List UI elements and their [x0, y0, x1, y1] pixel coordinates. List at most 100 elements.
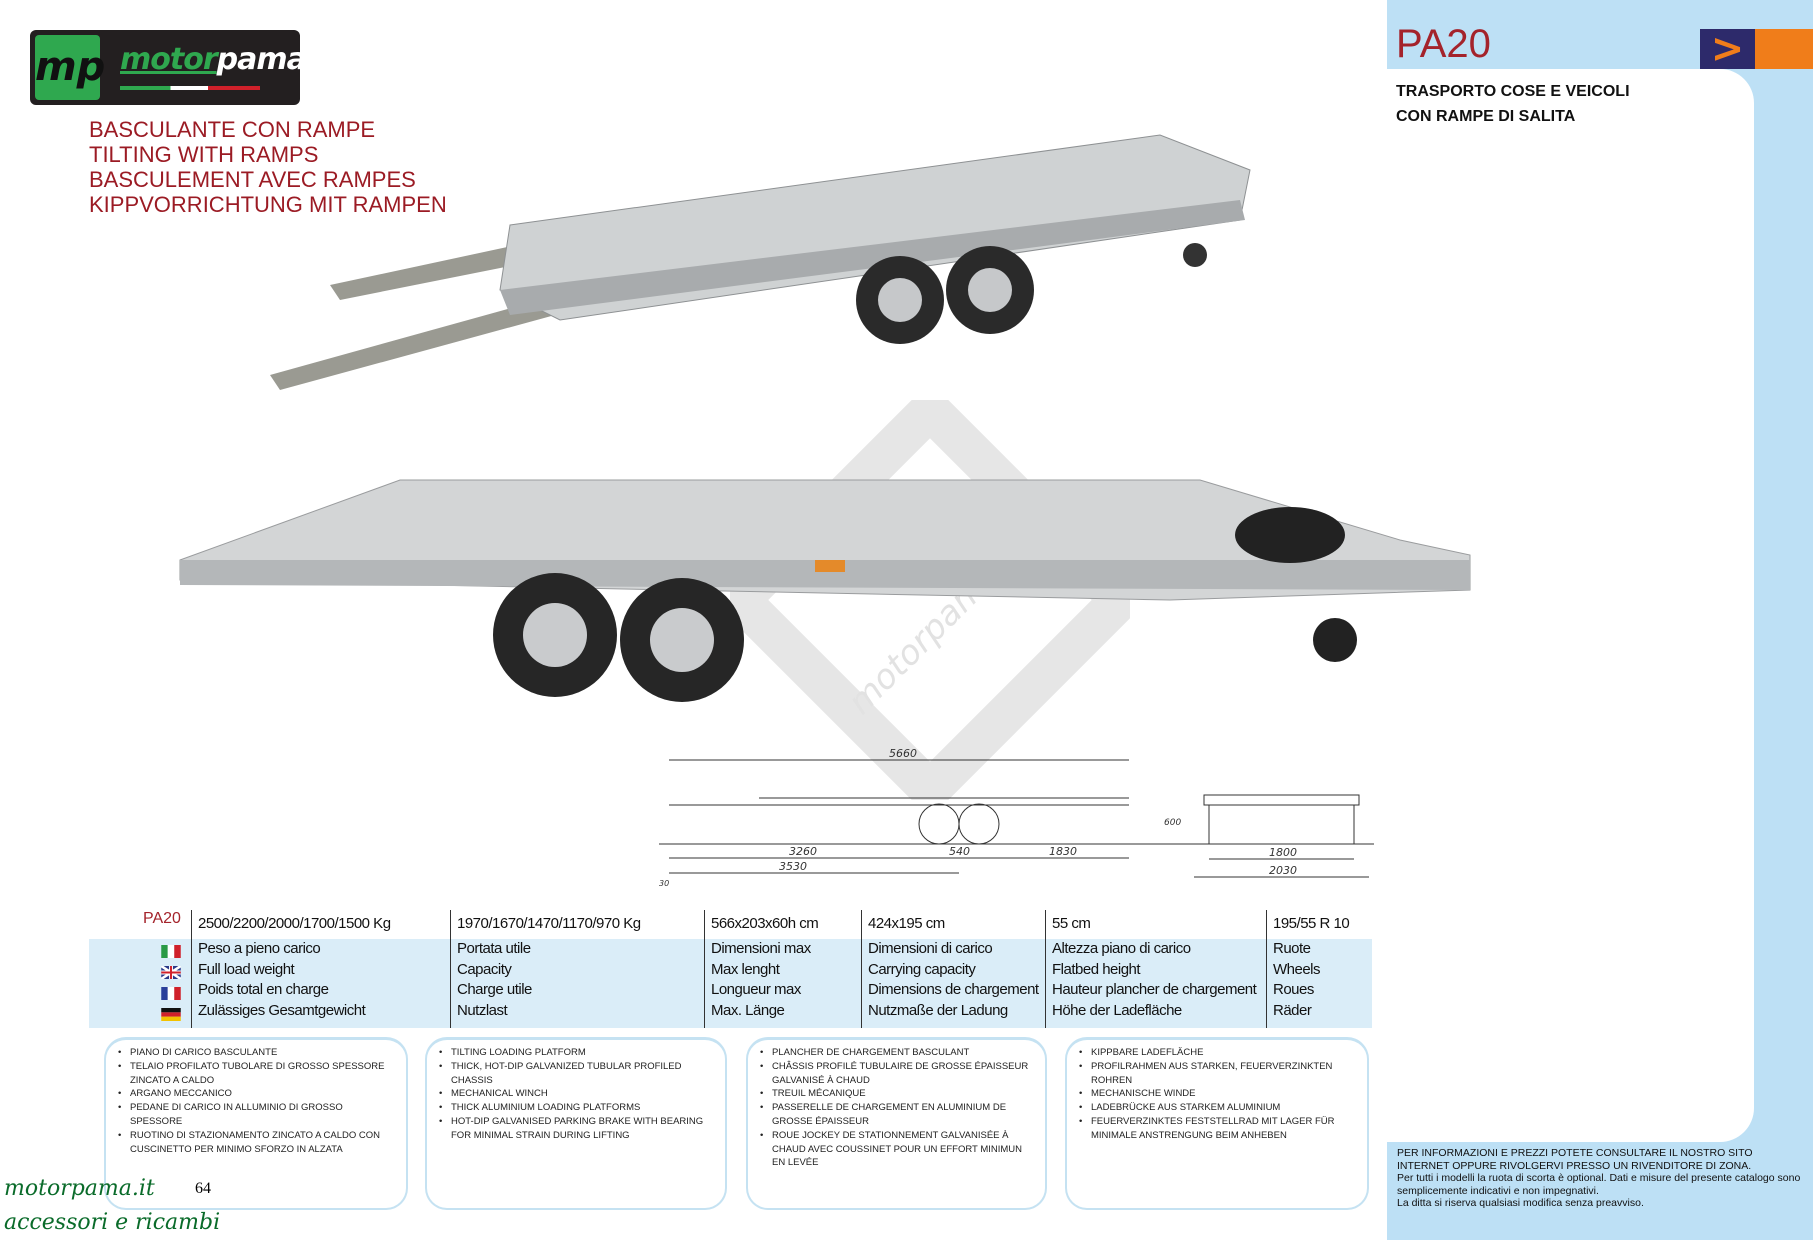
trailer-photo-side — [179, 479, 1471, 702]
heading-fr: BASCULEMENT AVEC RAMPES — [89, 167, 416, 192]
spec-label: Portata utile — [457, 940, 531, 957]
feature-item: MECHANICAL WINCH — [439, 1087, 715, 1101]
dim-label: 5660 — [889, 747, 917, 760]
motorpama-logo: mp motorpama — [30, 30, 307, 105]
spec-label: Carrying capacity — [868, 960, 976, 978]
de-flag-icon — [161, 1008, 181, 1021]
spec-label: Höhe der Ladefläche — [1052, 1001, 1182, 1019]
uk-flag-icon — [161, 966, 181, 979]
info-upper: PER INFORMAZIONI E PREZZI POTETE CONSULT… — [1397, 1147, 1753, 1172]
spec-label: Peso a pieno carico — [198, 940, 321, 957]
spec-label: Dimensioni di carico — [868, 940, 993, 957]
dim-label: 600 — [1164, 818, 1181, 828]
spec-table: PA20 2500/2200/2000/1700/1500 Kg Peso a … — [89, 910, 1372, 1028]
feature-item: ARGANO MECCANICO — [118, 1087, 396, 1101]
jockey-wheel — [1313, 618, 1357, 662]
ramp — [330, 240, 540, 300]
spec-label: Zulässiges Gesamtgewicht — [198, 1001, 366, 1019]
next-page-badge[interactable]: > — [1700, 29, 1813, 69]
features-en: TILTING LOADING PLATFORMTHICK, HOT-DIP G… — [425, 1037, 727, 1210]
trailer-frame — [500, 200, 1245, 315]
feature-item: PASSERELLE DE CHARGEMENT EN ALUMINIUM DE… — [760, 1101, 1035, 1129]
logo-word: motorpama — [120, 42, 307, 77]
it-flag-icon — [161, 945, 181, 958]
logo-mark: mp — [35, 35, 105, 100]
feature-item: PIANO DI CARICO BASCULANTE — [118, 1046, 396, 1060]
spec-label: Dimensions de chargement — [868, 981, 1039, 998]
spec-code: PA20 — [143, 910, 181, 927]
feature-item: THICK ALUMINIUM LOADING PLATFORMS — [439, 1101, 715, 1115]
feature-item: MECHANISCHE WINDE — [1079, 1087, 1357, 1101]
info-note: PER INFORMAZIONI E PREZZI POTETE CONSULT… — [1397, 1147, 1807, 1210]
spec-value: 566x203x60h cm — [711, 915, 819, 932]
feature-item: THICK, HOT-DIP GALVANIZED TUBULAR PROFIL… — [439, 1060, 715, 1088]
footer-site: motorpama.it accessori e ricambi — [4, 1172, 220, 1240]
site-tagline: accessori e ricambi — [4, 1210, 221, 1235]
feature-item: RUOTINO DI STAZIONAMENTO ZINCATO A CALDO… — [118, 1129, 396, 1157]
spec-label: Dimensioni max — [711, 940, 811, 957]
wheel-rim — [878, 278, 922, 322]
spec-label: Max lenght — [711, 960, 780, 978]
feature-item: LADEBRÜCKE AUS STARKEM ALUMINIUM — [1079, 1101, 1357, 1115]
side-card — [1387, 69, 1754, 1142]
trailer-frame — [180, 560, 1470, 590]
feature-item: FEUERVERZINKTES FESTSTELLRAD MIT LAGER F… — [1079, 1115, 1357, 1143]
product-subtitle: TRASPORTO COSE E VEICOLI CON RAMPE DI SA… — [1396, 79, 1630, 129]
spec-label: Roues — [1273, 981, 1314, 998]
spec-value: 195/55 R 10 — [1273, 915, 1350, 932]
product-code-title: PA20 — [1396, 22, 1491, 66]
spec-label: Capacity — [457, 960, 512, 978]
spec-label: Altezza piano di carico — [1052, 940, 1191, 957]
spec-label: Longueur max — [711, 981, 801, 998]
heading-de: KIPPVORRICHTUNG MIT RAMPEN — [89, 192, 447, 217]
fr-flag-icon — [161, 987, 181, 1000]
wheel-rim — [650, 608, 714, 672]
logo-word-white: pama — [216, 42, 307, 77]
feature-item: TREUIL MÉCANIQUE — [760, 1087, 1035, 1101]
feature-item: TELAIO PROFILATO TUBOLARE DI GROSSO SPES… — [118, 1060, 396, 1088]
arrow-right-icon: > — [1700, 29, 1755, 69]
feature-item: TILTING LOADING PLATFORM — [439, 1046, 715, 1060]
wheel — [918, 803, 960, 845]
dim-label: 2030 — [1269, 864, 1297, 877]
feature-item: HOT-DIP GALVANISED PARKING BRAKE WITH BE… — [439, 1115, 715, 1143]
feature-item: KIPPBARE LADEFLÄCHE — [1079, 1046, 1357, 1060]
spec-label: Hauteur plancher de chargement — [1052, 981, 1257, 998]
spec-label: Charge utile — [457, 981, 532, 998]
heading-it: BASCULANTE CON RAMPE — [89, 117, 376, 142]
dim-label: 3530 — [779, 860, 807, 873]
spec-label: Nutzmaße der Ladung — [868, 1001, 1008, 1019]
spec-label: Full load weight — [198, 960, 295, 978]
spec-label: Max. Länge — [711, 1001, 785, 1019]
site-url[interactable]: motorpama.it — [4, 1176, 155, 1201]
italian-flag-stripe — [120, 86, 260, 90]
feature-item: PROFILRAHMEN AUS STARKEN, FEUERVERZINKTE… — [1079, 1060, 1357, 1088]
page-number: 64 — [195, 1180, 211, 1197]
wheel-rim — [968, 268, 1012, 312]
feature-item: PEDANE DI CARICO IN ALLUMINIO DI GROSSO … — [118, 1101, 396, 1129]
spec-col-capacity: 1970/1670/1470/1170/970 Kg Portata utile… — [450, 910, 641, 1028]
spec-label: Flatbed height — [1052, 960, 1141, 978]
feature-item: CHÂSSIS PROFILÉ TUBULAIRE DE GROSSE ÉPAI… — [760, 1060, 1035, 1088]
dim-label: 540 — [949, 845, 970, 858]
spec-label: Ruote — [1273, 940, 1311, 957]
reflector — [815, 560, 845, 572]
orange-block — [1755, 29, 1813, 69]
info-line: La ditta si riserva qualsiasi modifica s… — [1397, 1197, 1644, 1209]
label-band — [89, 939, 1372, 1028]
dim-label: 1800 — [1269, 846, 1297, 859]
dim-label: 1830 — [1049, 845, 1077, 858]
spec-value: 424x195 cm — [868, 915, 945, 932]
subtitle-line: CON RAMPE DI SALITA — [1396, 108, 1576, 125]
dim-label: 3260 — [789, 845, 817, 858]
spare-wheel — [1235, 507, 1345, 563]
ramp — [270, 300, 555, 390]
spec-value: 55 cm — [1052, 915, 1091, 932]
features-it: PIANO DI CARICO BASCULANTETELAIO PROFILA… — [104, 1037, 408, 1210]
logo-word-green: motor — [120, 42, 218, 77]
spec-label: Räder — [1273, 1001, 1312, 1019]
